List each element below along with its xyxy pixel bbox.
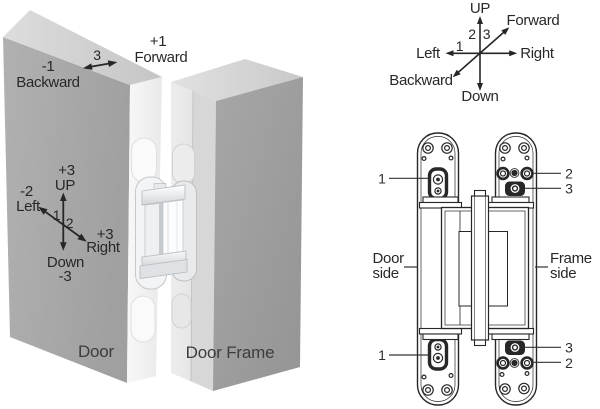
axis-diagonal-line: [456, 30, 506, 74]
concealed-hinge-3d: [135, 176, 197, 290]
hinge-left-column: [144, 202, 162, 264]
label-down-value: -3: [59, 268, 72, 285]
label-down: Down: [47, 254, 84, 271]
frame-mortise-recess-bottom: [171, 293, 192, 329]
door-mortise-recess-bottom: [130, 295, 156, 343]
axis-label-forward: Forward: [507, 12, 560, 29]
hinge-bottom-bar-2: [139, 259, 188, 279]
label-right-value: +3: [97, 226, 114, 243]
bottom-adjuster-unit-3: [505, 340, 525, 355]
right-arrowhead: [77, 233, 87, 242]
axis-label-up: UP: [470, 0, 491, 17]
hinge-front-view: 1 2 3 1 3 2 Door side Frame side: [373, 132, 593, 406]
label-up: UP: [55, 177, 76, 194]
hinge-center-shadow: [159, 202, 163, 261]
label-right: Right: [86, 239, 121, 256]
axis-num-1: 1: [456, 38, 464, 54]
axis-label-right: Right: [520, 45, 555, 62]
label-backward-value: -1: [42, 58, 55, 75]
diagonal-arrow-line: [43, 210, 82, 238]
axis-up-arrowhead: [477, 16, 483, 24]
callout-3-top: 3: [565, 181, 573, 197]
left-arrowhead: [38, 206, 48, 215]
callout-3-bottom: 3: [565, 340, 573, 356]
center-column-top-tab: [473, 189, 487, 197]
axis-forward-arrowhead: [501, 27, 510, 35]
callout-1-bottom: 1: [378, 347, 386, 363]
callout-2-bottom: 2: [565, 355, 573, 371]
axis-label-backward: Backward: [389, 72, 452, 89]
depth-arrowhead-left: [83, 63, 93, 70]
callout-2-top: 2: [565, 166, 573, 182]
label-left-value: -2: [20, 183, 33, 200]
depth-arrow-line: [89, 62, 111, 68]
axis-legend: UP Forward Left Right Backward Down 1 2 …: [389, 0, 559, 105]
axis-num-3: 3: [483, 26, 491, 42]
hinge-top-bar: [141, 184, 186, 206]
label-left: Left: [16, 198, 41, 215]
axis-num-2: 2: [468, 26, 476, 42]
center-column: [470, 195, 490, 341]
axis-left-arrowhead: [445, 50, 454, 57]
door-slab: [3, 10, 162, 383]
door-assembly-illustration: -1 Backward 3 +1 Forward +3 UP -2 Left 1…: [3, 10, 303, 391]
label-door-side-line1: Door: [373, 250, 405, 267]
label-backward: Backward: [16, 74, 79, 91]
axis-right-arrowhead: [509, 50, 518, 57]
axis-label-down: Down: [461, 88, 498, 105]
axis-backward-arrowhead: [452, 69, 461, 78]
bottom-adjuster-row: [496, 356, 534, 370]
label-depth-amount: 3: [93, 47, 101, 63]
frame-mortise-recess-top: [172, 143, 195, 185]
door-mortise-recess-top: [131, 137, 157, 183]
axis-down-arrowhead: [477, 83, 483, 91]
face-adjustment-arrows: [38, 192, 87, 251]
top-adjuster-row: [496, 166, 534, 181]
label-door-side-line2: side: [373, 265, 399, 282]
frame-edge-rabbet: [191, 91, 216, 391]
door-frame-slab: [171, 59, 303, 391]
label-frame-side-line1: Frame: [550, 250, 592, 267]
up-arrowhead: [60, 192, 67, 201]
door-top-surface: [3, 10, 162, 85]
down-arrowhead: [60, 242, 67, 251]
label-door-frame: Door Frame: [186, 343, 275, 362]
top-adjuster-unit-3: [505, 181, 525, 196]
frame-top-surface: [171, 59, 303, 101]
depth-arrowhead-right: [107, 60, 118, 67]
label-up-value: +3: [58, 162, 75, 179]
label-axis-num-right: 2: [66, 215, 74, 231]
label-forward: Forward: [135, 49, 188, 66]
depth-adjustment-arrow: [83, 60, 118, 70]
hinge-body: [418, 189, 535, 347]
callouts: 1 2 3 1 3 2 Door side Frame side: [373, 166, 593, 372]
label-forward-value: +1: [150, 33, 167, 50]
label-frame-side-line2: side: [550, 265, 576, 282]
center-column-bottom-tab: [473, 339, 487, 347]
axis-label-left: Left: [416, 45, 441, 62]
label-door: Door: [78, 342, 115, 361]
label-axis-num-left: 1: [53, 207, 61, 223]
callout-1-top: 1: [378, 171, 386, 187]
door-face: [3, 37, 130, 383]
frame-face: [213, 77, 303, 391]
